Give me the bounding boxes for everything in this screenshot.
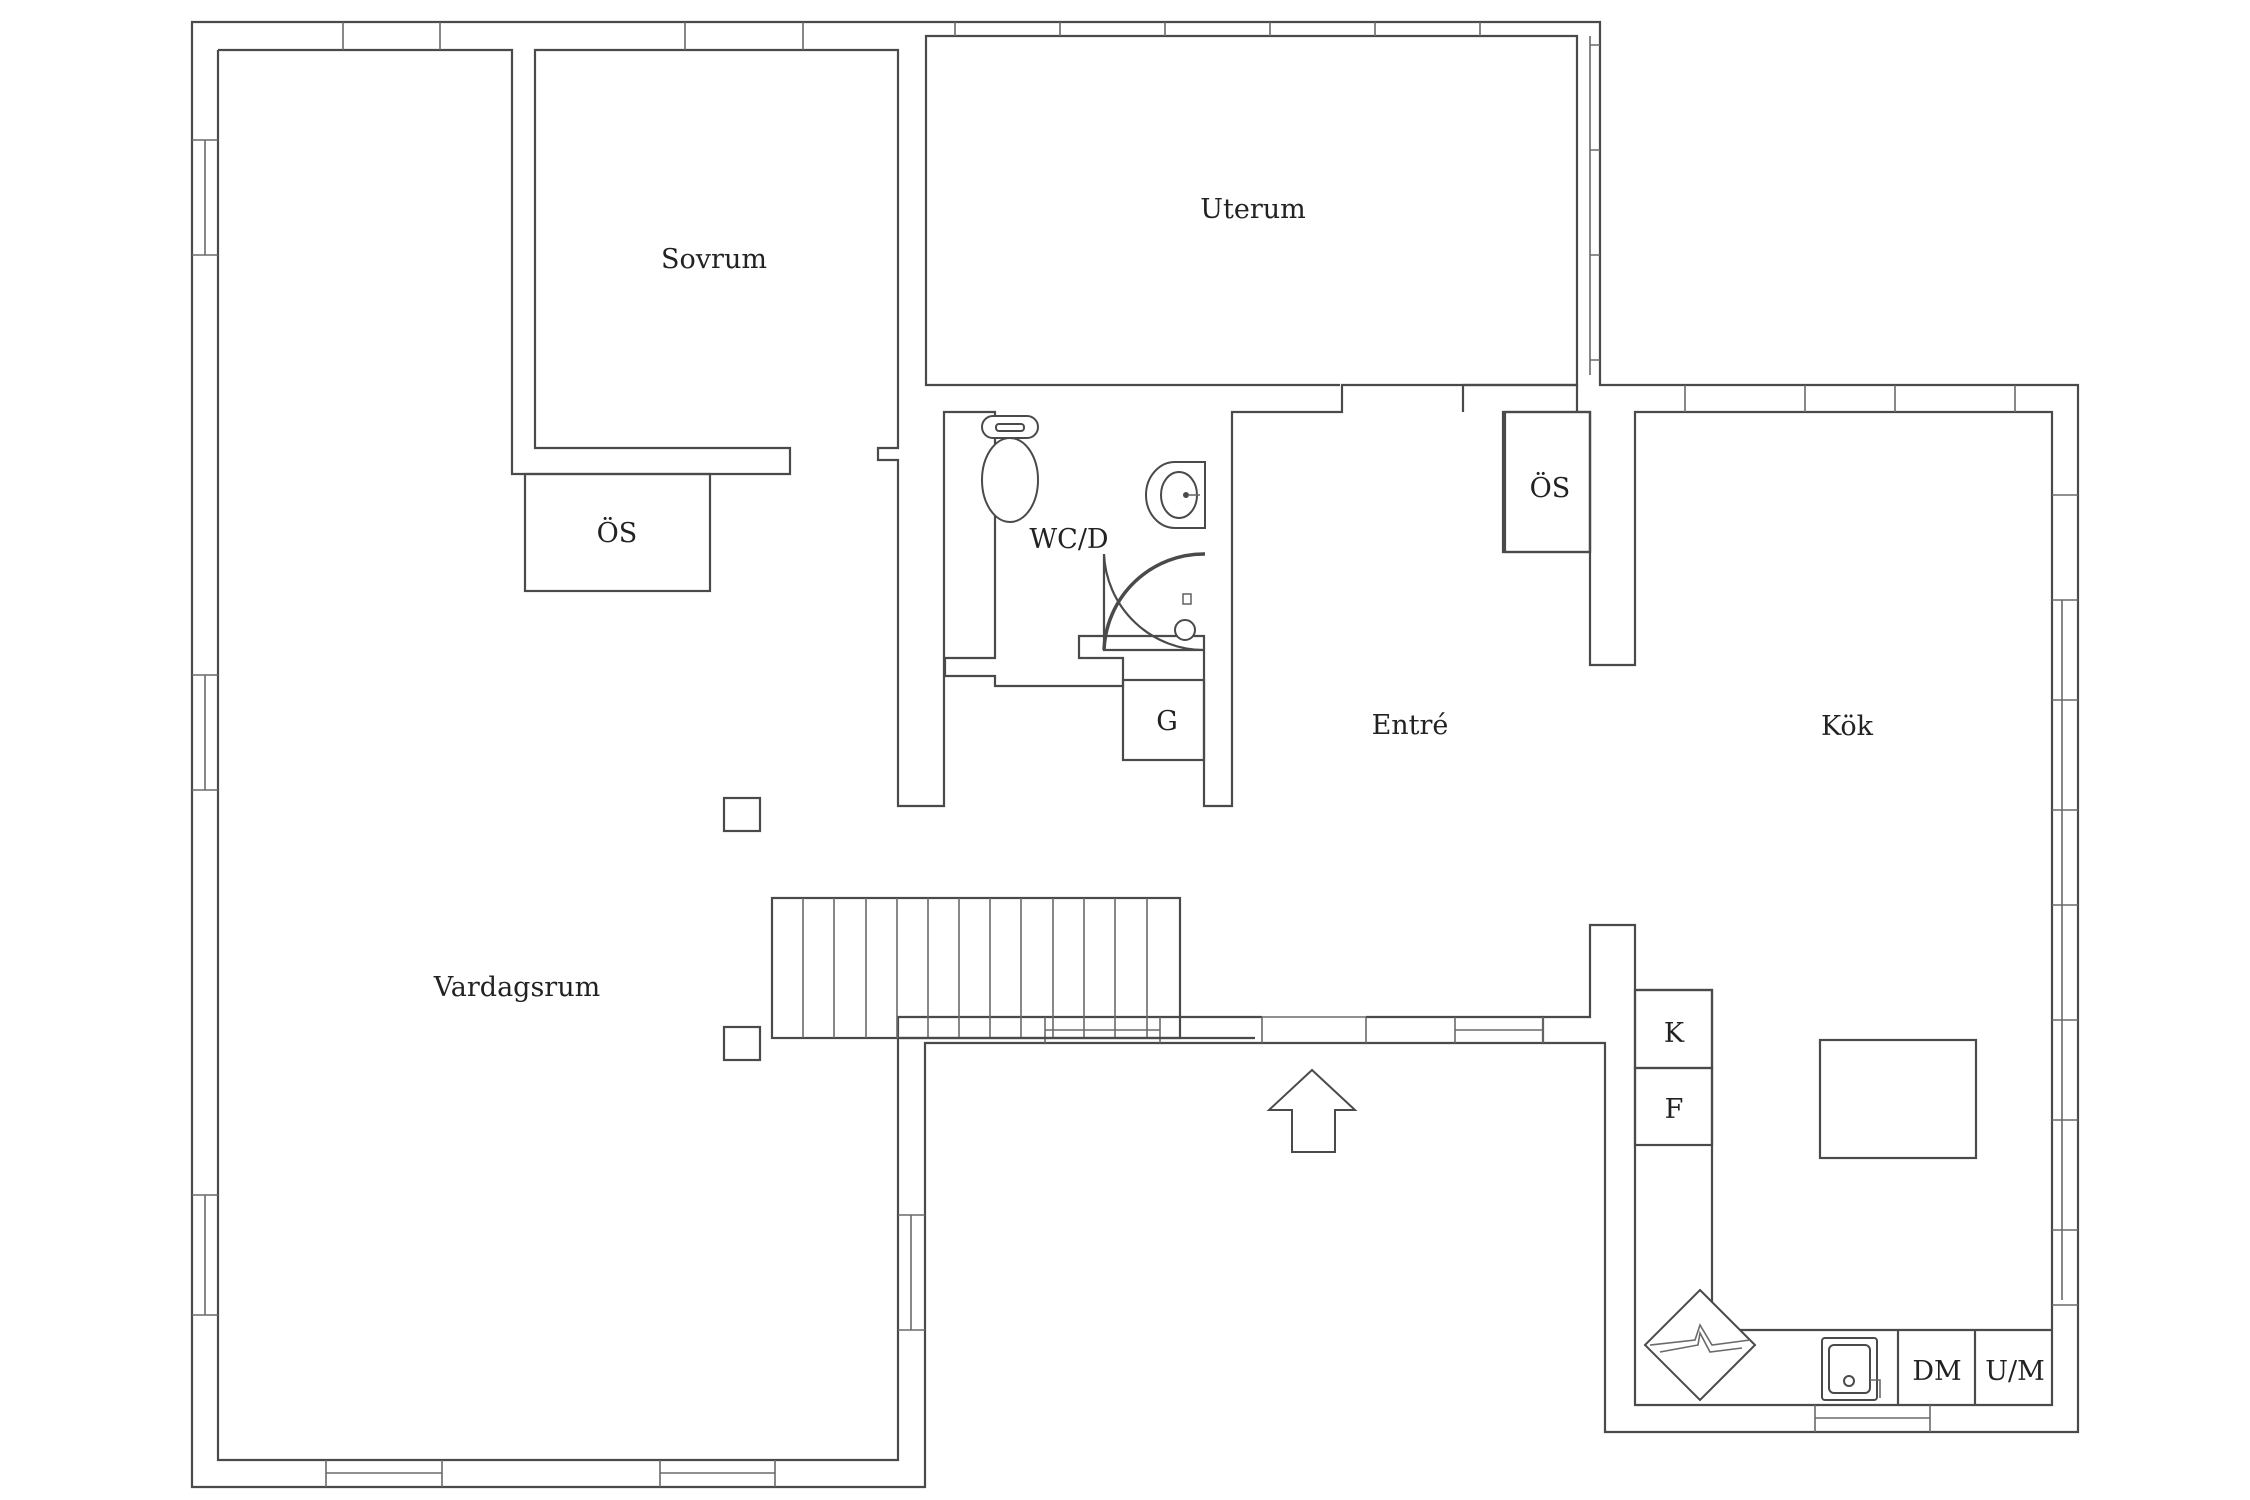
staircase bbox=[770, 896, 1255, 1040]
label-os-left: ÖS bbox=[597, 515, 638, 549]
column-upper bbox=[722, 796, 762, 833]
toilet-icon bbox=[981, 415, 1039, 523]
kitchen-counter bbox=[1633, 988, 2052, 1405]
label-f: F bbox=[1665, 1094, 1684, 1125]
label-kok: Kök bbox=[1821, 711, 1874, 742]
label-sovrum: Sovrum bbox=[661, 244, 767, 275]
windows bbox=[192, 22, 2078, 1487]
column-lower bbox=[722, 1025, 762, 1062]
label-g: G bbox=[1156, 706, 1178, 737]
stove-icon bbox=[1643, 1288, 1757, 1402]
kitchen-sink-icon bbox=[1821, 1337, 1881, 1401]
label-wc: WC/D bbox=[1029, 524, 1108, 555]
label-k: K bbox=[1664, 1018, 1685, 1049]
label-entre: Entré bbox=[1372, 710, 1449, 741]
kitchen-island bbox=[1818, 1038, 1978, 1160]
outer-walls bbox=[190, 20, 2080, 1489]
entrance-arrow-icon bbox=[1266, 1068, 1358, 1153]
label-vardagsrum: Vardagsrum bbox=[433, 972, 600, 1003]
sink-icon bbox=[1145, 461, 1206, 529]
closets bbox=[523, 410, 1592, 1062]
label-os-right: ÖS bbox=[1530, 470, 1571, 504]
label-uterum: Uterum bbox=[1200, 194, 1305, 225]
label-dm: DM bbox=[1912, 1356, 1961, 1387]
label-um: U/M bbox=[1985, 1356, 2045, 1387]
shower-icon bbox=[1102, 552, 1206, 652]
room-labels: Sovrum Uterum ÖS WC/D ÖS G Entré Kök Var… bbox=[433, 194, 2045, 1387]
